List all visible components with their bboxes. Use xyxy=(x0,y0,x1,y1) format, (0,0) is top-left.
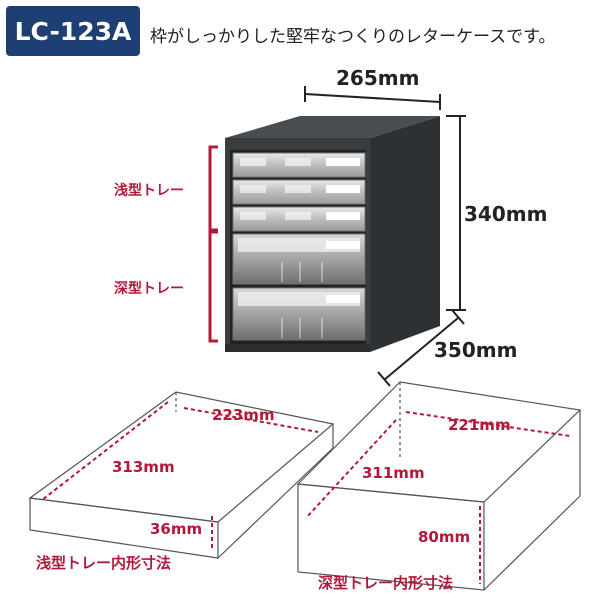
width-dimension-line xyxy=(304,86,441,110)
cabinet xyxy=(225,116,440,352)
cabinet-top xyxy=(225,116,440,138)
shallow-tray-label: 浅型トレー xyxy=(114,183,184,199)
deep-drawer xyxy=(232,287,366,341)
shallow-tray-diagram xyxy=(28,391,335,559)
shallow-drawer xyxy=(232,206,366,232)
deep-tray-height-label: 80mm xyxy=(418,528,471,546)
deep-tray-depth-label: 311mm xyxy=(362,464,425,482)
cabinet-width-label: 265mm xyxy=(336,66,420,90)
depth-dimension-line xyxy=(377,309,465,387)
shallow-tray-caption: 浅型トレー内形寸法 xyxy=(36,554,172,572)
deep-tray-arrows xyxy=(305,411,571,584)
deep-drawer xyxy=(232,233,366,285)
deep-bracket xyxy=(208,230,218,343)
deep-tray-width-label: 221mm xyxy=(448,416,511,434)
cabinet-side xyxy=(370,116,440,352)
shallow-tray-width-label: 223mm xyxy=(212,406,275,424)
model-badge: LC-123A xyxy=(6,6,140,56)
height-dimension-line xyxy=(446,115,466,311)
shallow-drawer xyxy=(232,152,366,178)
product-tagline: 枠がしっかりした堅牢なつくりのレターケースです。 xyxy=(150,27,556,47)
cabinet-depth-label: 350mm xyxy=(434,338,518,362)
shallow-tray-arrows xyxy=(41,401,319,548)
shallow-bracket xyxy=(208,145,218,232)
deep-tray-label: 深型トレー xyxy=(114,281,184,297)
deep-tray-diagram xyxy=(296,381,582,591)
cabinet-height-label: 340mm xyxy=(464,202,548,226)
shallow-drawer xyxy=(232,179,366,205)
shallow-tray-depth-label: 313mm xyxy=(112,458,175,476)
shallow-tray-height-label: 36mm xyxy=(150,520,203,538)
deep-tray-caption: 深型トレー内形寸法 xyxy=(318,574,454,592)
